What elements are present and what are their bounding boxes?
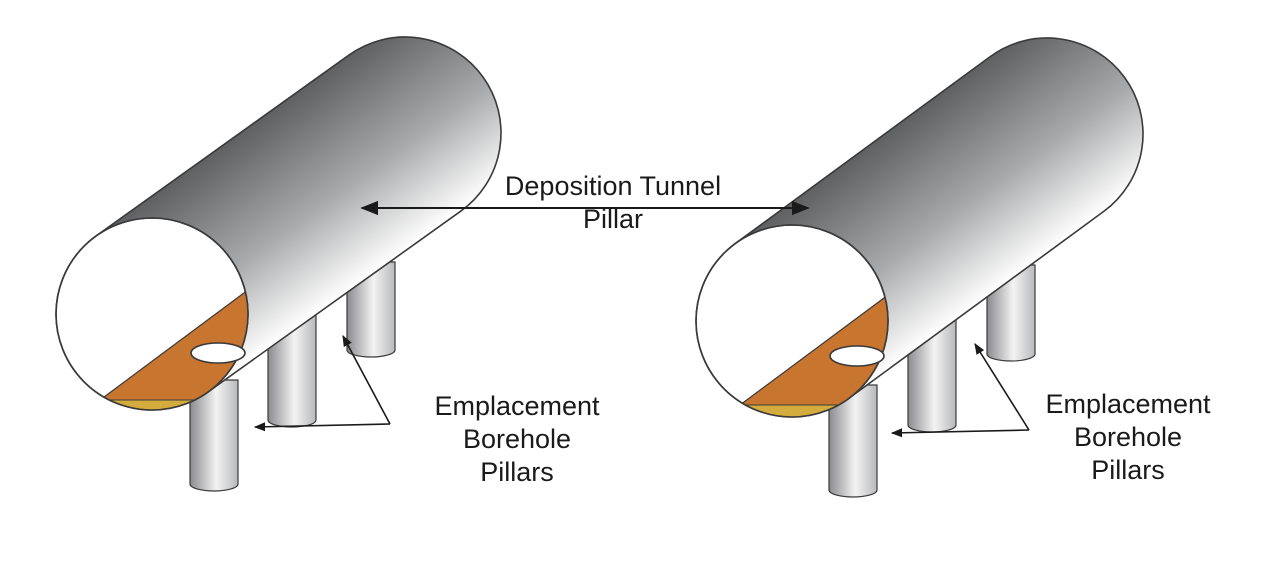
left-pointer-a — [342, 335, 391, 425]
right-pointer-b — [890, 428, 1030, 438]
deposition-tunnel-label-line2: Pillar — [582, 204, 643, 234]
right-pillar-pointers — [890, 343, 1030, 438]
left-pillar-pointers — [253, 335, 391, 432]
deposition-tunnel-label-line1: Deposition Tunnel — [504, 171, 722, 201]
emplacement-borehole-pillars-label-left: Emplacement Borehole Pillars — [392, 390, 642, 489]
tunnel-right-floor-fill — [739, 404, 846, 417]
tunnel-left-borehole-pillar-1 — [189, 379, 239, 492]
left-label-line2: Borehole — [462, 424, 572, 454]
left-label-line3: Pillars — [480, 457, 554, 487]
tunnel-left-borehole-opening — [190, 342, 246, 364]
left-label-line1: Emplacement — [434, 391, 600, 421]
emplacement-borehole-pillars-label-right: Emplacement Borehole Pillars — [1003, 388, 1253, 487]
tunnel-right-borehole-opening — [829, 345, 885, 367]
right-label-line3: Pillars — [1091, 455, 1165, 485]
tunnel-right-borehole-pillar-1 — [828, 384, 878, 498]
tunnel-left — [55, 36, 502, 492]
tunnel-left-floor-fill — [99, 399, 201, 410]
right-pointer-a — [974, 343, 1030, 431]
right-label-line1: Emplacement — [1045, 389, 1211, 419]
tunnel-left-borehole-pillar-3 — [346, 261, 396, 358]
right-label-line2: Borehole — [1073, 422, 1183, 452]
deposition-tunnel-pillar-label: Deposition Tunnel Pillar — [468, 170, 758, 236]
left-pointer-b — [253, 422, 391, 432]
tunnel-right — [695, 37, 1144, 498]
